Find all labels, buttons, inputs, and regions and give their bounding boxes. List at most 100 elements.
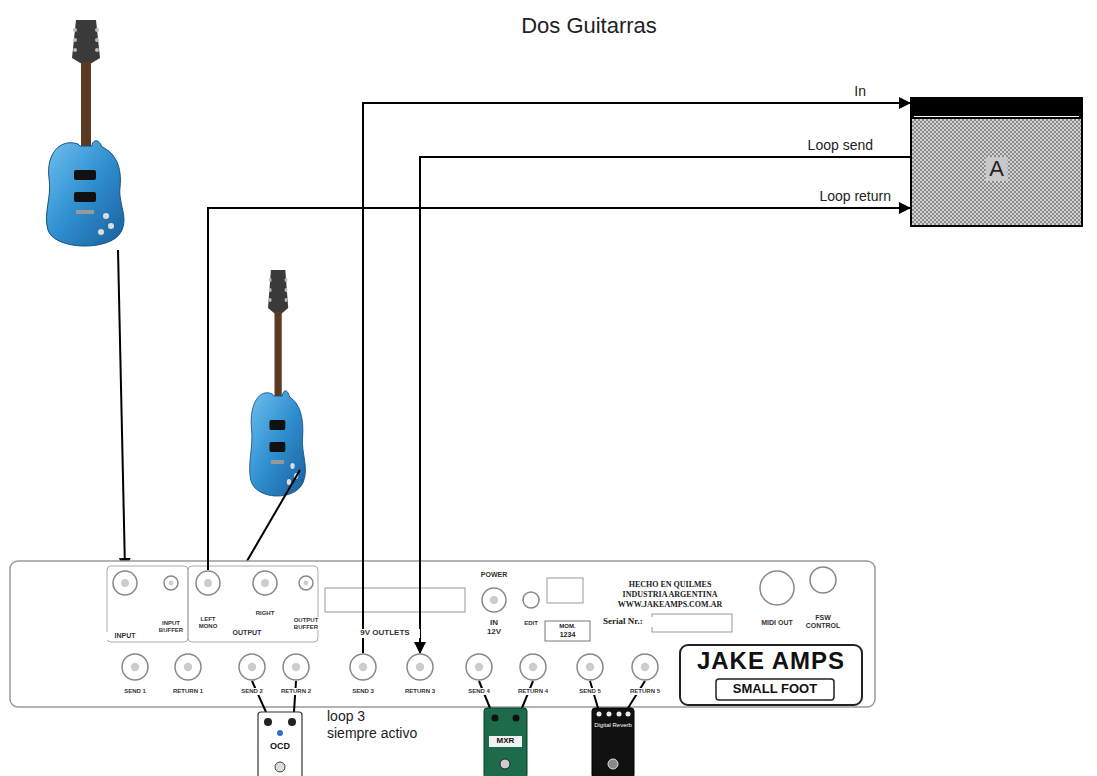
jack-hole <box>261 579 269 587</box>
jack-hole <box>131 663 139 671</box>
jack-circle <box>120 653 150 681</box>
jack-label: INPUT BUFFER <box>156 620 186 633</box>
jack-socket: RETURN 4 <box>516 653 550 695</box>
signal-cable <box>420 157 910 653</box>
jack-hole <box>586 663 594 671</box>
jack-label: SEND 3 <box>346 688 380 695</box>
jack-circle <box>251 570 279 596</box>
jack-socket: LEFT MONO <box>194 570 222 629</box>
jack-ring <box>164 576 178 590</box>
cable-label: Loop return <box>817 189 893 204</box>
jack-hole <box>359 663 367 671</box>
panel-label: SMALL FOOT <box>718 682 832 696</box>
jack-hole <box>169 581 174 586</box>
jack-socket: SEND 3 <box>346 653 380 695</box>
jack-hole <box>304 581 309 586</box>
jack-socket: RETURN 3 <box>403 653 437 695</box>
jack-label: LEFT MONO <box>195 616 221 629</box>
panel-label: OCD <box>262 742 298 752</box>
jack-ring <box>239 654 265 680</box>
panel-label: INDUSTRIA ARGENTINA <box>600 591 740 600</box>
jack-label: SEND 4 <box>462 688 496 695</box>
jack-hole <box>416 663 424 671</box>
jack-circle <box>630 653 660 681</box>
jack-ring <box>253 571 277 595</box>
jack-circle <box>162 575 180 591</box>
jack-label: RETURN 1 <box>171 688 205 695</box>
jack-hole <box>121 579 129 587</box>
jack-socket: RETURN 1 <box>171 653 205 695</box>
panel-label: OUTPUT <box>225 629 269 637</box>
jack-ring <box>122 654 148 680</box>
jack-ring <box>299 576 313 590</box>
panel-label: Serial Nr.: <box>603 617 653 627</box>
jack-hole <box>184 663 192 671</box>
jack-circle <box>464 653 494 681</box>
jack-circle <box>194 570 222 596</box>
jack-socket: INPUT BUFFER <box>156 575 186 633</box>
jack-ring <box>113 571 137 595</box>
jack-hole <box>641 663 649 671</box>
jack-circle <box>237 653 267 681</box>
jack-socket: SEND 2 <box>235 653 269 695</box>
jack-circle <box>405 653 435 681</box>
panel-label: EDIT <box>518 620 544 627</box>
jack-socket: RIGHT <box>250 570 280 617</box>
jack-socket: SEND 4 <box>462 653 496 695</box>
jack-label: SEND 5 <box>573 688 607 695</box>
jack-ring <box>196 571 220 595</box>
jack-socket: RETURN 2 <box>279 653 313 695</box>
amp-top-panel <box>912 99 1081 119</box>
jack-label: RIGHT <box>250 610 280 617</box>
jack-label: RETURN 2 <box>279 688 313 695</box>
jack-circle <box>173 653 203 681</box>
jack-ring <box>175 654 201 680</box>
amp-label: A <box>985 157 1008 181</box>
panel-label: siempre activo <box>327 726 417 741</box>
diagram-title: Dos Guitarras <box>389 14 789 38</box>
cable-label: In <box>852 84 868 99</box>
jack-circle <box>348 653 378 681</box>
cable-label: Loop send <box>806 138 875 153</box>
amplifier-box: A <box>910 97 1083 227</box>
jack-ring <box>350 654 376 680</box>
jack-hole <box>529 663 537 671</box>
panel-label: JAKE AMPS <box>684 648 858 674</box>
jack-circle <box>111 570 139 596</box>
jack-label: RETURN 3 <box>403 688 437 695</box>
panel-label: 1234 <box>551 631 584 639</box>
panel-label: 9V OUTLETS <box>350 629 420 638</box>
jack-ring <box>466 654 492 680</box>
jack-ring <box>577 654 603 680</box>
jack-socket: INPUT <box>105 570 145 640</box>
panel-label: MOM. <box>551 623 584 630</box>
jack-label: RETURN 5 <box>628 688 662 695</box>
panel-label: IN 12V <box>482 619 506 637</box>
jack-circle <box>518 653 548 681</box>
panel-label: Digital Reverb <box>594 722 632 729</box>
jack-ring <box>520 654 546 680</box>
panel-label: MIDI OUT <box>752 619 802 627</box>
jack-socket: OUTPUT BUFFER <box>291 575 321 630</box>
panel-label: FSW CONTROL <box>803 614 843 629</box>
jack-ring <box>283 654 309 680</box>
jack-circle <box>297 575 315 591</box>
jack-label: INPUT <box>105 632 145 640</box>
jack-hole <box>248 663 256 671</box>
jack-socket: SEND 1 <box>118 653 152 695</box>
panel-label: POWER <box>478 571 510 579</box>
jack-hole <box>204 579 212 587</box>
jack-socket: SEND 5 <box>573 653 607 695</box>
jack-label: SEND 2 <box>235 688 269 695</box>
panel-label: loop 3 <box>327 709 365 724</box>
jack-circle <box>575 653 605 681</box>
panel-label: MXR <box>488 737 523 746</box>
panel-label: HECHO EN QUILMES <box>600 581 740 590</box>
jack-hole <box>292 663 300 671</box>
signal-cable <box>363 103 910 653</box>
jack-circle <box>281 653 311 681</box>
signal-cable <box>208 208 910 570</box>
jack-ring <box>632 654 658 680</box>
jack-label: SEND 1 <box>118 688 152 695</box>
jack-socket: RETURN 5 <box>628 653 662 695</box>
